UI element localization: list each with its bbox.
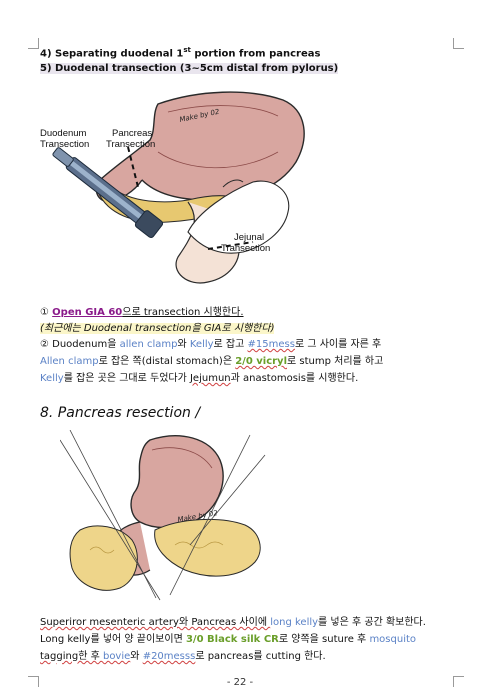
para1-l2-g: 로 그 사이를 자른 후 — [294, 339, 382, 350]
para2-line1: Superiror mesenteric artery와 Pancreas 사이… — [40, 616, 426, 629]
crop-mark-bottom-left — [28, 676, 39, 687]
para2-l2-b: 3/0 Black silk CR — [185, 634, 279, 645]
step-5-text: 5) Duodenal transection (3~5cm distal fr… — [40, 63, 339, 74]
crop-mark-top-left — [28, 38, 39, 49]
crop-mark-top-right — [453, 38, 464, 49]
para1-note-text: (최근에는 Duodenal transection을 GIA로 시행한다) — [40, 323, 275, 334]
suture-line-2 — [69, 430, 157, 599]
para1-rest1: 으로 transection 시행한다. — [122, 307, 244, 318]
para1-l4-c: Jejumun — [189, 373, 231, 384]
para2-l2-d: mosquito — [369, 634, 417, 645]
step-5-heading: 5) Duodenal transection (3~5cm distal fr… — [40, 62, 339, 75]
para2-l3-b: bovie — [102, 651, 131, 662]
step-4-text: 4) Separating duodenal 1 — [40, 48, 184, 60]
para1-l4-b: 를 잡은 곳은 그대로 두었다가 — [63, 373, 190, 384]
para1-line3: Allen clamp로 잡은 쪽(distal stomach)은 2/0 v… — [40, 355, 383, 368]
crop-mark-bottom-right — [453, 676, 464, 687]
label-pancreas-2: Transection — [106, 139, 155, 150]
para2-l1-b: long kelly — [270, 617, 319, 628]
jejunal-cut-line — [207, 241, 254, 250]
page-number: - 22 - — [226, 677, 254, 688]
para2-line3: tagging한 후 bovie와 #20messs로 pancreas를 cu… — [40, 650, 326, 663]
para2-l1-c: 를 넣은 후 공간 확보한다. — [318, 617, 426, 628]
step-4-superscript: st — [183, 46, 191, 54]
figure-pancreas-resection: Make by 02 — [60, 430, 266, 601]
duodenum-cut-line — [127, 146, 139, 188]
para2-l3-a: tagging한 후 — [40, 651, 103, 662]
para1-l2-e: 로 잡고 — [213, 339, 248, 350]
step-4-suffix: portion from pancreas — [190, 48, 321, 60]
para1-l3-a: Allen clamp — [40, 356, 99, 367]
para1-l3-b: 로 잡은 쪽(distal stomach)은 — [98, 356, 236, 367]
para1-note: (최근에는 Duodenal transection을 GIA로 시행한다) — [40, 322, 275, 335]
label-duodenum-2: Transection — [40, 139, 89, 150]
para1-l3-c: 2/0 vicryl — [235, 356, 288, 367]
para2-l2-c: 로 양쪽을 suture 후 — [278, 634, 370, 645]
figure-duodenal-transection: Duodenum Transection Pancreas Transectio… — [40, 91, 305, 284]
para1-l2-a: ② Duodenum을 — [40, 339, 120, 350]
label-pancreas: Pancreas — [112, 128, 152, 139]
pancreas-tail-illustration — [154, 518, 261, 577]
para1-l2-c: 와 — [177, 339, 190, 350]
para1-line2: ② Duodenum을 allen clamp와 Kelly로 잡고 #15me… — [40, 338, 381, 351]
hand-illustration — [187, 180, 290, 254]
para1-number: ① — [40, 307, 53, 318]
para2-l2-a: Long kelly를 넣어 양 끝이보이면 — [40, 634, 186, 645]
para1-l2-d: Kelly — [189, 339, 214, 350]
stapler-instrument — [52, 147, 164, 239]
para2-line2: Long kelly를 넣어 양 끝이보이면 3/0 Black silk CR… — [40, 633, 416, 646]
pancreas-head-illustration — [69, 525, 138, 591]
stomach-illustration-2 — [130, 435, 224, 529]
suture-line-3 — [169, 434, 251, 596]
para1-l3-d: 로 stump 처리를 하고 — [287, 356, 384, 367]
label-jejunal: Jejunal — [234, 232, 264, 243]
para1-gia: Open GIA 60 — [52, 307, 123, 318]
para1-l4-a: Kelly — [40, 373, 64, 384]
para1-line4: Kelly를 잡은 곳은 그대로 두었다가 Jejumun과 anastomos… — [40, 372, 358, 385]
suture-line-4 — [189, 454, 266, 546]
para1-l2-b: allen clamp — [119, 339, 178, 350]
stomach-illustration — [137, 91, 305, 201]
label-duodenum: Duodenum — [40, 128, 87, 139]
para2-l1-a: Superiror mesenteric artery와 Pancreas 사이… — [40, 617, 271, 628]
para2-l3-d: #20messs — [142, 651, 196, 662]
step-4-heading: 4) Separating duodenal 1st portion from … — [40, 44, 320, 60]
para1-line1: ① Open GIA 60으로 transection 시행한다. — [40, 306, 244, 319]
label-jejunal-2: Transection — [221, 243, 270, 254]
section-heading: 8. Pancreas resection / — [40, 405, 201, 421]
para1-l2-f: #15mess — [247, 339, 295, 350]
para2-l3-c: 와 — [130, 651, 143, 662]
para2-l3-e: 로 pancreas를 cutting 한다. — [195, 651, 326, 662]
para1-l4-d: 과 anastomosis를 시행한다. — [230, 373, 359, 384]
